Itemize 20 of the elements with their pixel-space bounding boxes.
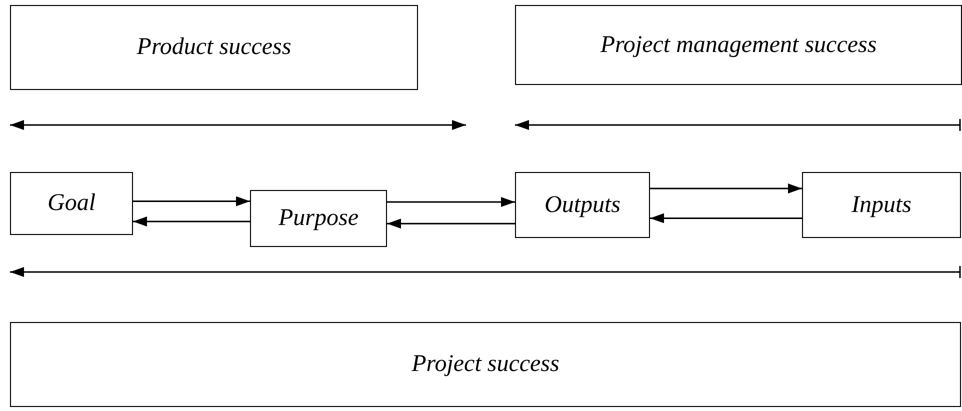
- process-box: [515, 172, 650, 238]
- arrow: [650, 184, 802, 194]
- box-label: Goal: [48, 190, 96, 217]
- category-box: [10, 322, 961, 407]
- process-box: [10, 172, 133, 235]
- arrow: [650, 213, 802, 224]
- process-box: [802, 172, 961, 238]
- box-label: Inputs: [852, 192, 912, 218]
- process-box: [250, 190, 387, 247]
- box-label: Project success: [412, 351, 560, 378]
- arrow: [387, 218, 515, 229]
- category-box: [515, 5, 962, 85]
- box-label: Purpose: [278, 205, 358, 232]
- arrow: [387, 197, 515, 207]
- arrow: [133, 216, 250, 226]
- arrow: [133, 196, 250, 206]
- category-box: [10, 5, 418, 90]
- box-label: Outputs: [544, 192, 620, 218]
- box-label: Project management success: [600, 32, 877, 58]
- box-label: Product success: [136, 34, 292, 61]
